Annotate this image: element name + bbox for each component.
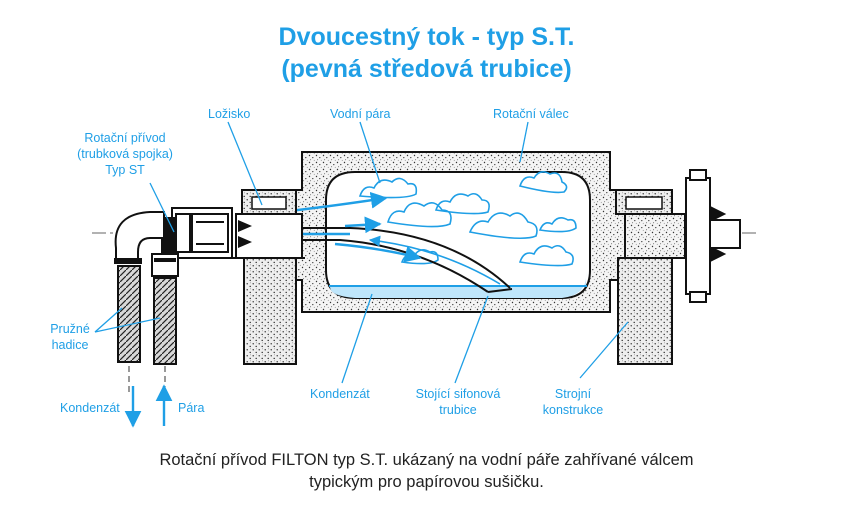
siphon-tube bbox=[262, 227, 511, 289]
condensate-hose bbox=[117, 265, 141, 363]
label-bearing: Ložisko bbox=[208, 107, 251, 121]
condensate-pool bbox=[330, 272, 587, 298]
label-siphon-line-1: Stojící sifonová bbox=[415, 387, 501, 401]
label-rotary-joint-line-1: Rotační přívod bbox=[84, 131, 166, 145]
diagram-title-line-1: Dvoucestný tok - typ S.T. bbox=[278, 23, 575, 51]
condensate-elbow bbox=[114, 211, 165, 263]
label-steam-in: Pára bbox=[178, 401, 205, 415]
label-hoses: Pružné hadice bbox=[40, 321, 100, 353]
label-rotary-joint-line-3: Typ ST bbox=[105, 163, 145, 177]
drive-gear bbox=[685, 169, 741, 303]
leader-lines bbox=[94, 121, 629, 384]
label-frame-line-1: Strojní bbox=[554, 387, 592, 401]
label-hoses-line-1: Pružné bbox=[50, 322, 90, 336]
right-machine-frame bbox=[617, 257, 673, 365]
label-steam: Vodní pára bbox=[330, 107, 391, 121]
steam-clouds bbox=[358, 170, 577, 267]
caption-line-2: typickým pro papírovou sušičku. bbox=[309, 473, 544, 491]
rotary-joint bbox=[161, 207, 233, 259]
label-rotating-cylinder: Rotační válec bbox=[493, 107, 569, 121]
label-condensate: Kondenzát bbox=[310, 387, 370, 401]
label-rotary-joint-line-2: (trubková spojka) bbox=[77, 147, 173, 161]
diagram-title-line-2: (pevná středová trubice) bbox=[281, 55, 572, 83]
label-siphon-line-2: trubice bbox=[439, 403, 477, 417]
label-siphon-tube: Stojící sifonová trubice bbox=[398, 386, 518, 418]
caption-line-1: Rotační přívod FILTON typ S.T. ukázaný n… bbox=[159, 451, 694, 469]
cylinder-cavity bbox=[325, 171, 591, 299]
left-journal bbox=[235, 213, 303, 259]
label-rotary-joint: Rotační přívod (trubková spojka) Typ ST bbox=[60, 130, 190, 178]
right-journal bbox=[624, 213, 686, 259]
steam-hose bbox=[153, 277, 177, 365]
label-machine-frame: Strojní konstrukce bbox=[528, 386, 618, 418]
left-machine-frame bbox=[243, 257, 297, 365]
label-frame-line-2: konstrukce bbox=[542, 403, 604, 417]
label-condensate-out: Kondenzát bbox=[60, 401, 120, 415]
label-hoses-line-2: hadice bbox=[51, 338, 89, 352]
